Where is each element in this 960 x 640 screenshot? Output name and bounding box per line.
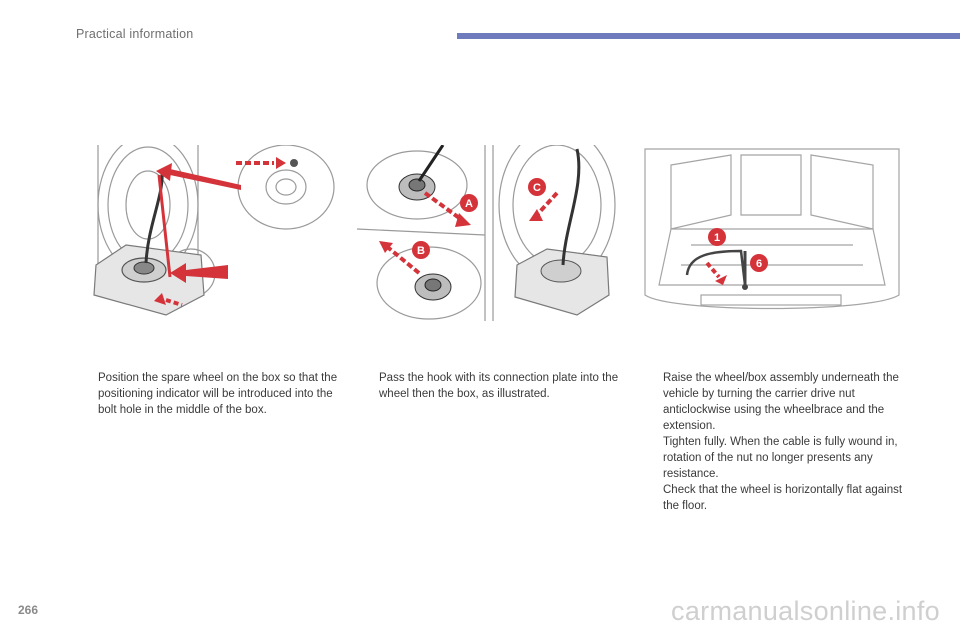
instruction-item: Pass the hook with its connection plate …	[357, 370, 625, 402]
hook-drawing: A B C	[357, 145, 616, 321]
watermark: carmanualsonline.info	[671, 596, 940, 626]
instruction-note: Check that the wheel is horizontally fla…	[663, 484, 903, 512]
illustration-pass-hook: A B C	[357, 145, 621, 321]
instruction-column-3: Raise the wheel/box assembly underneath …	[641, 370, 911, 514]
boot-drawing: 1 6	[644, 148, 900, 310]
svg-text:6: 6	[756, 258, 762, 270]
instruction-text: Position the spare wheel on the box so t…	[98, 372, 338, 416]
instruction-item: Tighten fully. When the cable is fully w…	[641, 434, 911, 482]
svg-text:C: C	[533, 182, 541, 194]
instruction-text: Pass the hook with its connection plate …	[379, 372, 619, 400]
instruction-text: Tighten fully. When the cable is fully w…	[663, 436, 898, 480]
wheel-box-drawing	[93, 145, 335, 316]
instruction-item: Position the spare wheel on the box so t…	[76, 370, 338, 418]
instruction-item: Raise the wheel/box assembly underneath …	[641, 370, 911, 434]
page-number: 266	[18, 603, 39, 617]
instruction-column-2: Pass the hook with its connection plate …	[357, 370, 625, 402]
header-accent-bar	[457, 33, 960, 39]
svg-text:A: A	[465, 198, 473, 210]
svg-text:B: B	[417, 245, 425, 257]
illustration-raise-assembly: 1 6	[641, 145, 903, 321]
instruction-column-1: Position the spare wheel on the box so t…	[76, 370, 338, 418]
svg-text:1: 1	[714, 232, 720, 244]
instruction-text: Raise the wheel/box assembly underneath …	[663, 372, 899, 432]
section-title: Practical information	[76, 27, 194, 41]
illustration-position-wheel	[86, 145, 338, 321]
